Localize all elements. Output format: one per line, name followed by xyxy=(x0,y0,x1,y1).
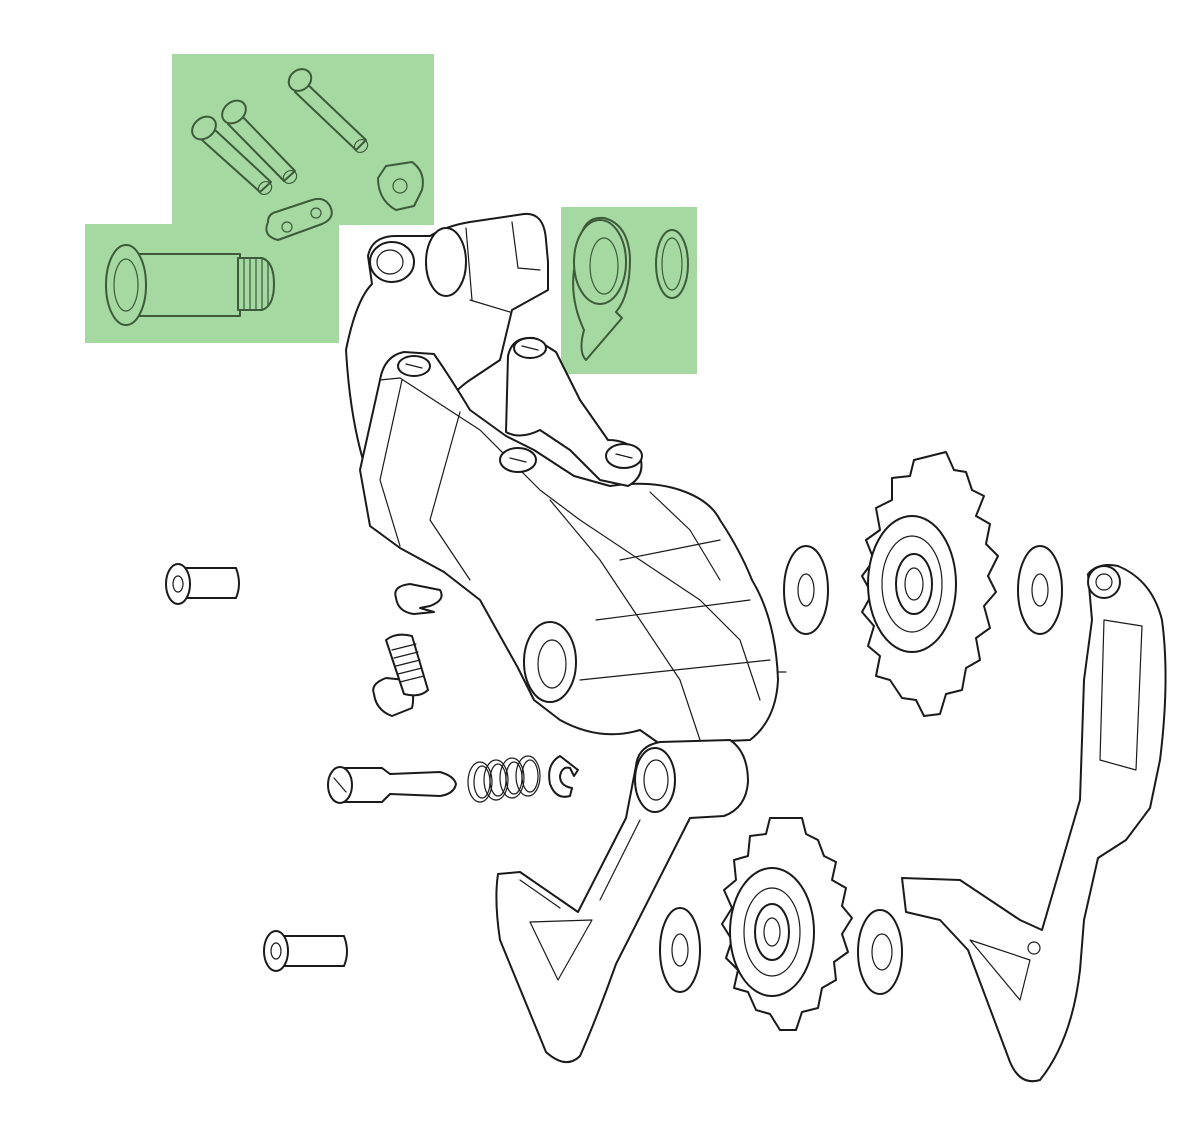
washer-upper-right xyxy=(1017,545,1063,635)
e-clip xyxy=(548,755,579,798)
washer-upper-left xyxy=(783,545,829,635)
pulley-bolt-upper xyxy=(165,563,240,605)
washers xyxy=(659,545,1063,995)
lower-pulley xyxy=(721,817,853,1031)
cage-outer-plate xyxy=(901,564,1167,1083)
pivot-pin-long xyxy=(287,68,369,154)
pin-and-bushing-kit[interactable] xyxy=(188,65,424,241)
washer-lower-right xyxy=(857,909,903,995)
washer-lower-left xyxy=(659,907,701,993)
b-tension-screw xyxy=(372,633,429,717)
cage-inner-plate xyxy=(495,739,749,1063)
cage-pivot-axle xyxy=(327,766,457,804)
b-knuckle-and-ring[interactable] xyxy=(572,216,689,361)
pivot-pin-a xyxy=(191,115,273,196)
main-pivot-bolt[interactable] xyxy=(105,244,275,326)
pivot-pin-b xyxy=(221,99,298,185)
limit-screw-clip xyxy=(394,583,443,615)
pulley-bolt-lower xyxy=(263,930,348,972)
cage-spring xyxy=(467,755,541,803)
link-plate xyxy=(265,197,333,241)
cam-nut xyxy=(377,161,424,211)
derailleur-body xyxy=(345,212,787,745)
upper-pulley xyxy=(861,451,999,717)
